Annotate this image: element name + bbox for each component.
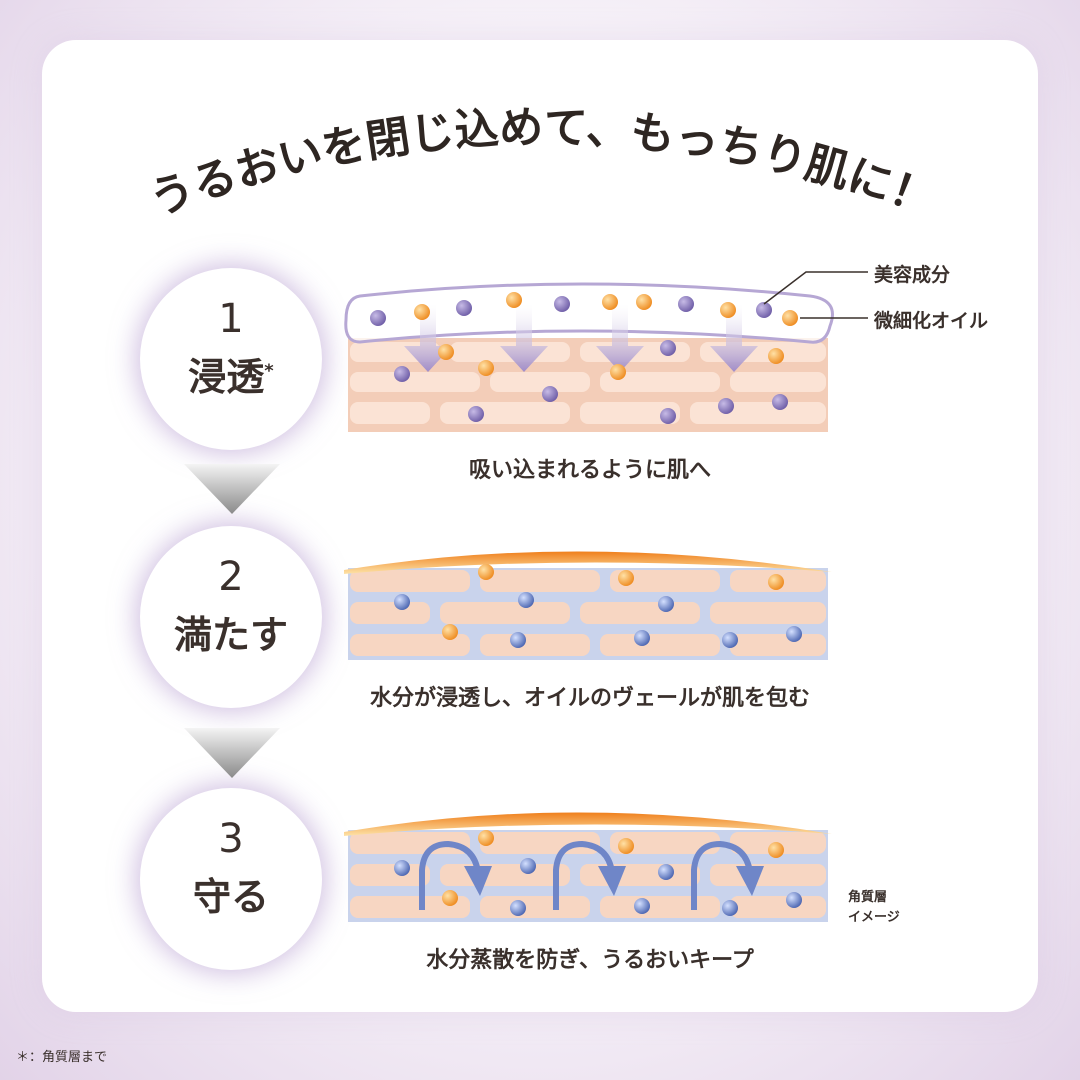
legend-beauty-ingredient: 美容成分 xyxy=(874,264,951,286)
capsule-particles xyxy=(370,292,798,326)
skin-cells xyxy=(350,570,826,656)
step-2-number: 2 xyxy=(218,554,244,600)
stratum-corneum-label: 角質層 イメージ xyxy=(848,890,900,925)
step-1-caption: 吸い込まれるように肌へ xyxy=(468,458,711,483)
footnote: ＊：角質層まで xyxy=(16,1050,108,1065)
step-1-circle: 1 浸透* xyxy=(146,274,316,444)
legend-leader-lines xyxy=(763,271,868,319)
step-3-caption: 水分蒸散を防ぎ、うるおいキープ xyxy=(426,948,754,973)
circulation-arrowheads xyxy=(464,866,764,896)
oil-veil xyxy=(344,551,832,574)
step-3-number: 3 xyxy=(218,816,244,862)
skin-particles xyxy=(394,830,802,916)
step-2-circle: 2 満たす xyxy=(146,532,316,702)
penetration-diagram xyxy=(344,282,834,432)
step-3-label: 守る xyxy=(192,875,269,919)
down-arrow-icon xyxy=(184,728,280,778)
oil-veil xyxy=(344,812,832,836)
legend-micro-oil: 微細化オイル xyxy=(874,310,989,332)
step-1-number: 1 xyxy=(218,296,244,342)
fill-diagram xyxy=(344,551,832,660)
circulation-arrows xyxy=(419,840,753,910)
step-2-caption: 水分が浸透し、オイルのヴェールが肌を包む xyxy=(369,686,810,711)
down-arrow-icon xyxy=(184,464,280,514)
step-3-circle: 3 守る xyxy=(146,794,316,964)
asterisk-mark: * xyxy=(264,360,274,382)
step-1-label: 浸透* xyxy=(188,355,274,399)
skin-particles xyxy=(394,564,802,648)
cream-capsule xyxy=(344,282,834,344)
protect-diagram xyxy=(344,812,832,922)
skin-particles xyxy=(394,340,788,424)
step-2-label: 満たす xyxy=(173,613,288,657)
